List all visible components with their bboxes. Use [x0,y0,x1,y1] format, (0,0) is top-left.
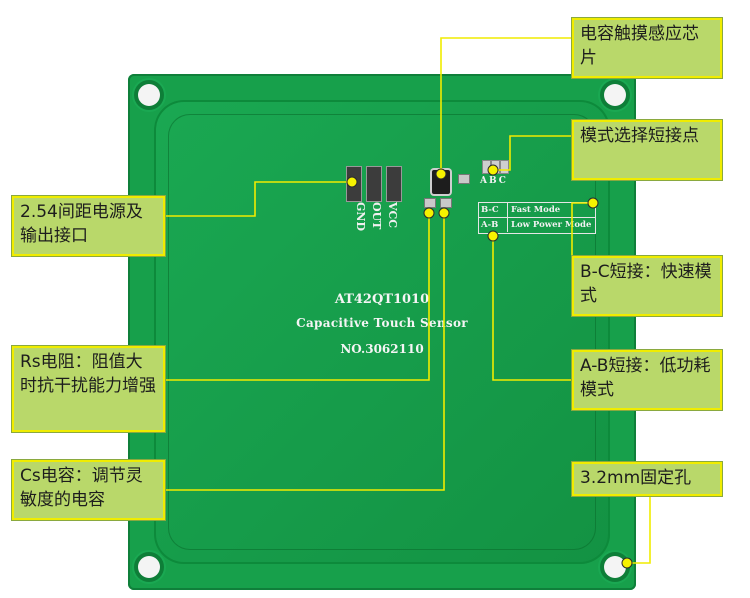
callout-interface: 2.54间距电源及输出接口 [12,196,165,256]
leader-bc [571,202,592,262]
silk-part-number: AT42QT1010 [334,292,430,307]
mount-hole-top-right [604,84,626,106]
leader-hole [627,490,651,564]
mount-hole-bottom-right [604,556,626,578]
mode-key: A-B [479,218,508,232]
leader-rs [165,213,430,381]
marker-cs [438,207,450,219]
marker-ab [487,230,499,242]
leader-ab [492,236,572,381]
marker-chip [435,168,447,180]
pad-vcc [386,166,402,202]
touch-pad-area [154,100,610,564]
marker-rs [423,207,435,219]
callout-hole: 3.2mm固定孔 [572,462,722,496]
callout-mode-select: 模式选择短接点 [572,120,722,180]
rs-resistor [424,198,436,208]
mode-value: Low Power Mode [511,220,592,230]
marker-mode-select [487,164,499,176]
pin-label-out: OUT [370,202,383,230]
leader-mode-select [493,135,572,171]
marker-bc [587,197,599,209]
mode-key: B-C [479,203,508,217]
callout-chip: 电容触摸感应芯片 [572,18,722,78]
leader-cs [165,213,445,491]
callout-bc: B-C短接：快速模式 [572,256,722,316]
pad-out [366,166,382,202]
callout-cs: Cs电容：调节灵敏度的电容 [12,460,165,520]
cs-capacitor [440,198,452,208]
mode-value: Fast Mode [511,205,561,215]
mount-hole-bottom-left [138,556,160,578]
callout-ab: A-B短接：低功耗模式 [572,350,722,410]
leader-chip [440,37,572,174]
smd-component [458,174,470,184]
mount-hole-top-left [138,84,160,106]
marker-hole [621,557,633,569]
silk-product-name: Capacitive Touch Sensor [296,316,468,330]
marker-interface [346,176,358,188]
jumper-letters: ABC [480,176,508,186]
pin-label-vcc: VCC [386,202,399,229]
callout-rs: Rs电阻：阻值大时抗干扰能力增强 [12,346,165,432]
leader-interface [165,181,350,217]
pin-label-gnd: GND [354,202,367,231]
silk-serial-number: NO.3062110 [340,342,424,356]
